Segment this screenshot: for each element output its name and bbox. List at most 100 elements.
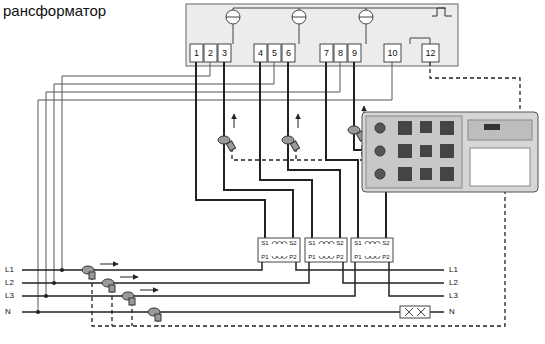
line-name: L1	[448, 266, 459, 274]
terminal-block	[204, 44, 217, 62]
current-transformer	[258, 238, 300, 262]
transformer-coil	[272, 242, 287, 245]
current-transformer	[305, 238, 347, 262]
voltage-wire	[62, 62, 210, 270]
current-clamp	[290, 141, 299, 151]
current-arrow	[234, 114, 235, 128]
current-arrow	[298, 114, 299, 128]
current-clamp	[226, 141, 235, 151]
current-transformer	[258, 238, 393, 262]
line-name: L2	[448, 279, 459, 287]
line-name: L2	[4, 279, 15, 287]
winding-mark: S1	[260, 240, 269, 246]
tester-device	[362, 112, 538, 192]
mains-line	[430, 311, 444, 313]
signal-lead	[92, 192, 505, 326]
tester-device	[375, 169, 385, 179]
tester-device	[420, 145, 432, 157]
winding-mark: P1	[353, 254, 362, 260]
meter-housing	[299, 8, 366, 10]
line-name: L1	[4, 266, 15, 274]
flow-arrow	[140, 290, 158, 291]
winding-mark: P2	[381, 254, 390, 260]
mains-line	[22, 262, 444, 312]
terminal-block	[218, 44, 231, 62]
current-transformer	[351, 238, 393, 262]
signal-lead	[430, 62, 520, 112]
load-symbol	[400, 306, 430, 318]
terminal-block	[268, 44, 281, 62]
terminal-number: 5	[271, 49, 278, 58]
tester-device	[420, 121, 432, 133]
line-name: L3	[4, 292, 15, 300]
current-clamp	[89, 272, 95, 279]
voltage-wire	[54, 62, 274, 283]
tester-device	[468, 120, 532, 140]
tester-device	[398, 121, 454, 181]
transformer-coil	[319, 256, 334, 259]
winding-mark: S2	[335, 240, 344, 246]
current-clamp	[155, 314, 161, 321]
mains-line	[22, 311, 400, 313]
tester-device	[375, 146, 385, 156]
voltage-wire	[38, 62, 392, 312]
tester-device	[375, 123, 385, 133]
heading-text: рансформатор	[2, 3, 107, 18]
current-arrow	[234, 106, 364, 128]
winding-mark: P1	[307, 254, 316, 260]
current-wire	[196, 62, 386, 238]
mains-line	[22, 262, 262, 270]
mains-line	[343, 262, 444, 283]
terminal-block	[190, 44, 203, 62]
tester-device	[398, 121, 412, 135]
line-name: L3	[448, 292, 459, 300]
load-symbol	[400, 306, 430, 318]
tester-device	[440, 167, 454, 181]
tester-device	[440, 144, 454, 158]
current-wire	[196, 62, 265, 238]
current-wire	[288, 62, 340, 238]
terminal-number: 7	[323, 49, 330, 58]
mains-line	[22, 262, 355, 296]
pulse-symbol	[432, 8, 452, 16]
tester-device	[366, 116, 462, 188]
mains-line	[22, 262, 309, 283]
terminal-number: 9	[351, 49, 358, 58]
terminal-block	[384, 44, 401, 62]
tester-device	[440, 121, 454, 135]
current-clamp	[82, 126, 366, 321]
terminal-block	[422, 44, 439, 62]
terminal-number: 8	[337, 49, 344, 58]
tester-device	[398, 167, 412, 181]
winding-mark: P2	[335, 254, 344, 260]
flow-arrow	[120, 277, 138, 278]
meter-housing	[186, 4, 458, 66]
terminal-block	[348, 44, 361, 62]
current-clamp	[109, 285, 115, 292]
terminal-number: 6	[285, 49, 292, 58]
tester-device	[470, 148, 530, 186]
junction-dot	[36, 268, 64, 314]
mains-line	[389, 262, 444, 296]
line-name: N	[4, 308, 12, 316]
tester-device	[484, 124, 500, 130]
signal-lead	[111, 289, 112, 326]
tester-device	[375, 123, 385, 179]
signal-lead	[131, 302, 132, 326]
mains-line	[296, 262, 444, 270]
current-wire	[224, 62, 293, 238]
current-clamp	[129, 298, 135, 305]
meter-housing	[186, 4, 458, 66]
winding-mark: P1	[260, 254, 269, 260]
terminal-number: 10	[386, 49, 398, 58]
line-name: N	[448, 308, 456, 316]
terminal-number: 4	[257, 49, 264, 58]
transformer-coil	[365, 256, 380, 259]
terminal-block	[320, 44, 333, 62]
tester-device	[420, 168, 432, 180]
terminal-block	[190, 44, 439, 62]
voltage-wire	[46, 62, 340, 296]
winding-mark: S1	[353, 240, 362, 246]
meter-housing	[410, 38, 430, 44]
